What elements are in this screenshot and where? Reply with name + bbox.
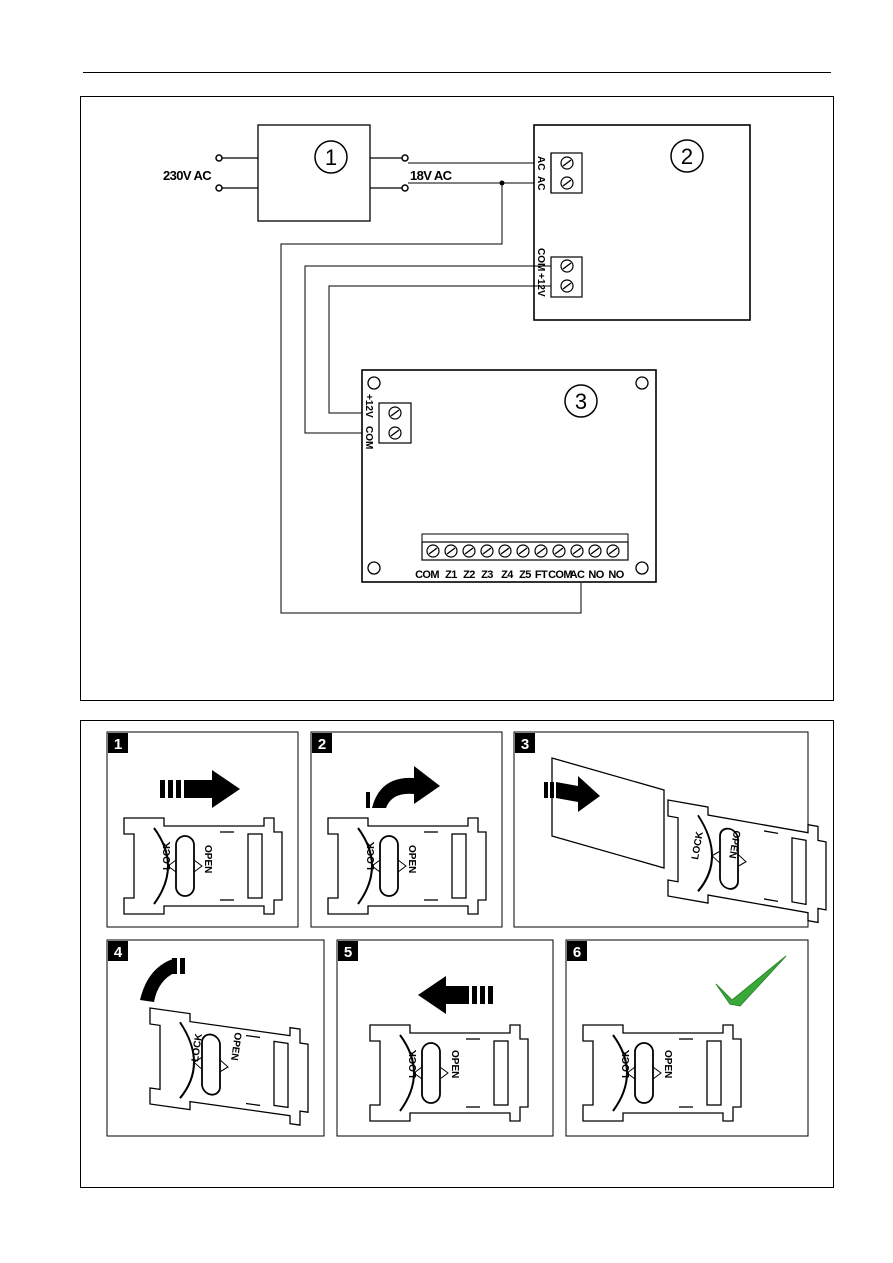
module-bottom-terminal-label: COM [548,569,572,581]
step3-arrow-right-icon [544,776,600,812]
step2-lock-label: LOCK [366,841,377,870]
module-bottom-terminal-label: Z3 [481,569,493,581]
sim-instructions-frame [80,720,834,1188]
transformer-number-circle [314,140,348,174]
module-12v-label: +12V [363,394,374,418]
module-bottom-screw [480,544,494,558]
psu-number: 2 [681,144,693,169]
module-bottom-screw [588,544,602,558]
step4-badge: 4 [114,944,123,961]
step2-badge: 2 [318,736,326,753]
module-bottom-screw [444,544,458,558]
step2-curved-arrow-icon [366,766,440,808]
step5-badge: 5 [344,944,352,961]
psu-com-label: COM [535,248,546,271]
psu-number-circle [670,139,704,173]
module-bottom-screw [426,544,440,558]
module-bottom-terminal-label: AC [570,569,585,581]
wiring-diagram-frame [80,96,834,701]
step2-open-label: OPEN [406,845,417,873]
step1-lock-label: LOCK [162,841,173,870]
header-rule [83,72,831,73]
module-bottom-screw [606,544,620,558]
step1-badge: 1 [114,736,122,753]
step6-checkmark-icon [715,955,787,1007]
step4-lock-label: LOCK [190,1032,205,1062]
secondary-label: 18V AC [410,168,453,183]
module-bottom-screw [462,544,476,558]
step1-open-label: OPEN [202,845,213,873]
step4-open-label: OPEN [228,1032,243,1062]
module-bottom-terminal-label: NO [608,569,624,581]
step6-lock-label: LOCK [621,1049,632,1078]
module-bottom-terminal-label: Z2 [463,569,475,581]
transformer-number: 1 [325,145,337,170]
transformer-box [257,124,371,222]
module-bottom-screw [534,544,548,558]
module-bottom-terminal-label: COM [415,569,439,581]
module-com-label: COM [363,426,374,449]
psu-ac2-label: AC [535,176,546,190]
module-bottom-terminal-label: FT [535,569,548,581]
module-number-circle [564,384,598,418]
step6-sim-holder [582,1024,742,1122]
psu-ac1-label: AC [535,156,546,170]
step6-badge: 6 [573,944,581,961]
module-bottom-terminal-label: Z4 [501,569,514,581]
step5-lock-label: LOCK [408,1049,419,1078]
step3-lock-label: LOCK [690,830,706,861]
step1-arrow-right-icon [160,770,240,808]
step5-arrow-left-icon [418,976,493,1014]
step5-open-label: OPEN [449,1050,460,1078]
module-bottom-screw [498,544,512,558]
module-bottom-screw [570,544,584,558]
module-bottom-terminal-label: NO [588,569,604,581]
step3-badge: 3 [521,736,529,753]
module-bottom-screw [552,544,566,558]
step5-sim-holder [369,1024,529,1122]
module-bottom-terminal-label: Z5 [519,569,531,581]
step4-curved-arrow-icon [140,958,185,1002]
mains-label: 230V AC [163,168,212,183]
step3-open-label: OPEN [726,829,742,859]
step6-open-label: OPEN [662,1050,673,1078]
module-bottom-screw [516,544,530,558]
psu-12v-label: +12V [535,273,546,297]
module-bottom-terminal-label: Z1 [445,569,457,581]
module-number: 3 [575,389,587,414]
